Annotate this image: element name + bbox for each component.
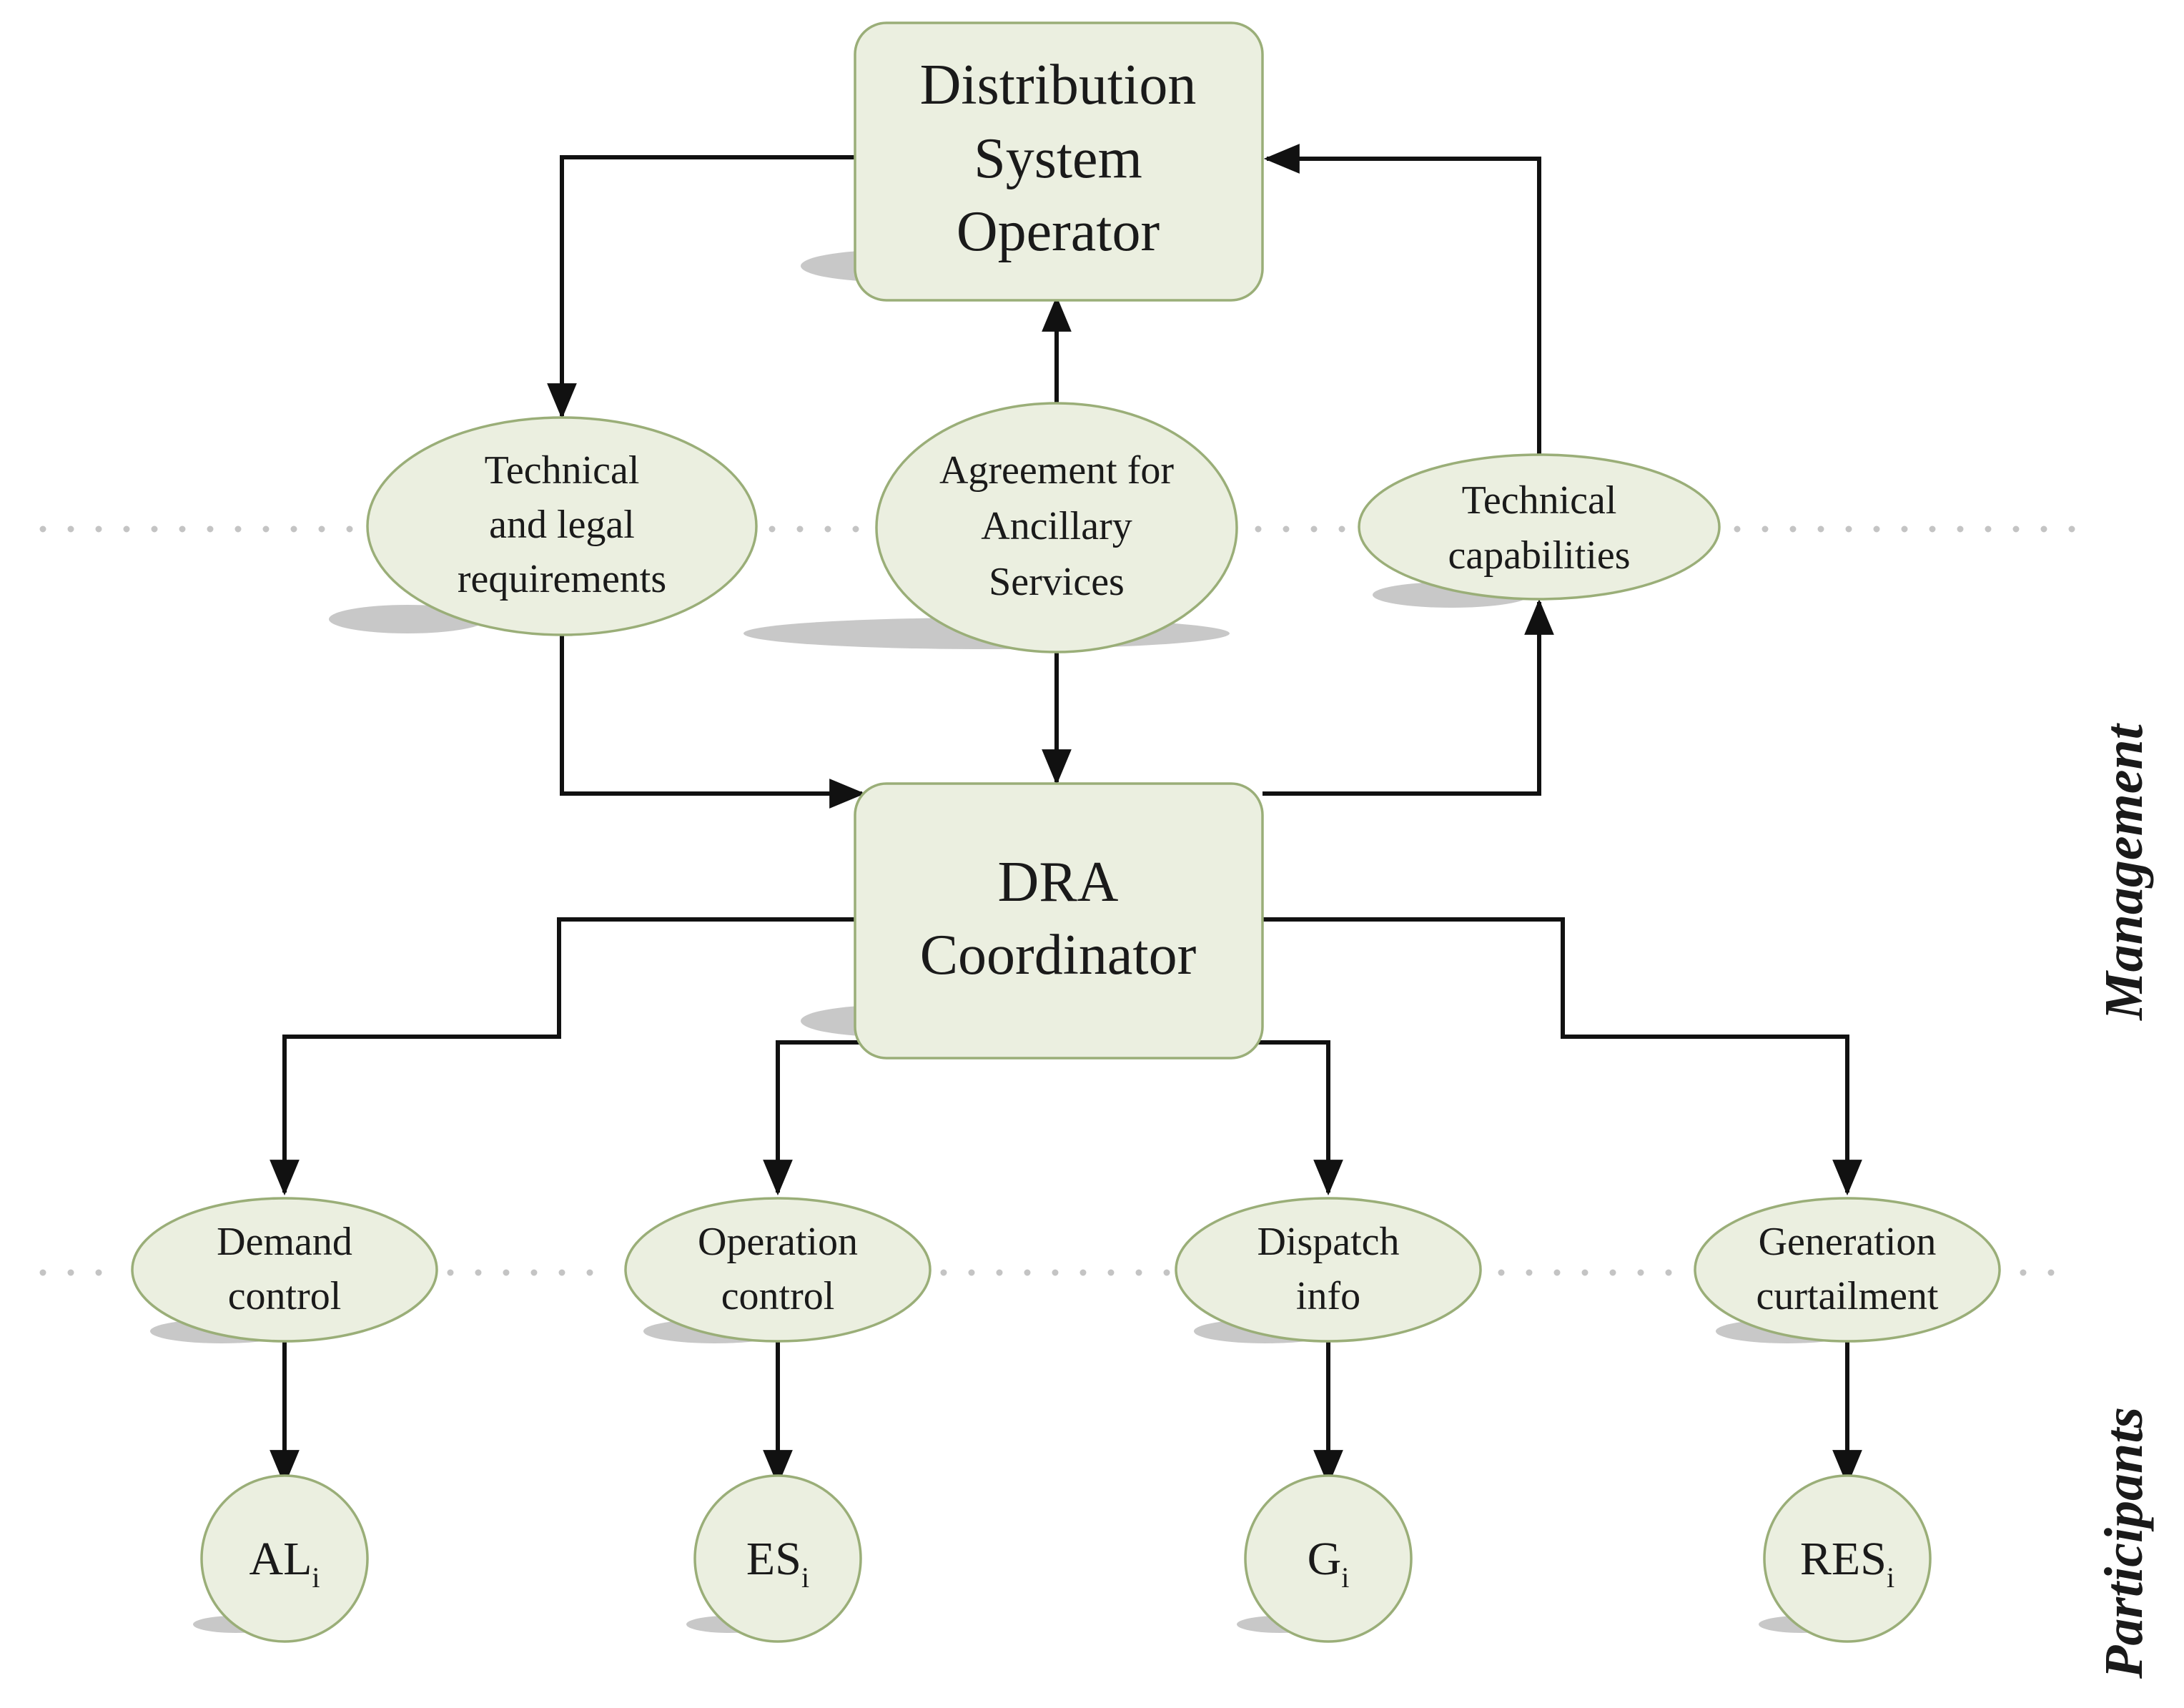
svg-text:Gi: Gi <box>1308 1533 1350 1594</box>
dso-line-1: Distribution <box>920 54 1197 117</box>
arrow-coordinator-to-demand-control <box>270 917 858 1196</box>
svg-text:ALi: ALi <box>249 1533 320 1594</box>
agreement-ancillary-services-ellipse: Agreement for Ancillary Services <box>875 402 1238 653</box>
participant-es: ESi <box>693 1474 862 1643</box>
participant-g: Gi <box>1244 1474 1413 1643</box>
participant-g-base: G <box>1308 1533 1342 1585</box>
connectors <box>270 144 1862 1486</box>
dispatch-info-ellipse: Dispatch info <box>1175 1197 1482 1343</box>
generation-curtailment-ellipse: Generation curtailment <box>1694 1197 2001 1343</box>
arrow-coordinator-to-operation-control <box>763 1040 876 1196</box>
arrow-coordinator-to-generation-curtailment <box>1263 917 1862 1196</box>
demand-control-line-1: Demand <box>217 1220 352 1264</box>
dso-line-3: Operator <box>957 200 1160 263</box>
svg-text:ESi: ESi <box>746 1533 809 1594</box>
participant-es-base: ES <box>746 1533 801 1585</box>
agreement-line-3: Services <box>989 560 1125 604</box>
technical-legal-line-1: Technical <box>485 448 640 493</box>
participant-al: ALi <box>200 1474 369 1643</box>
dra-coordinator-box: DRA Coordinator <box>854 782 1264 1060</box>
technical-legal-requirements-ellipse: Technical and legal requirements <box>366 416 758 636</box>
participant-g-subscript: i <box>1341 1561 1349 1594</box>
agreement-line-1: Agreement for <box>939 448 1174 493</box>
coordinator-line-1: DRA <box>998 851 1119 914</box>
dso-box: Distribution System Operator <box>854 21 1264 302</box>
demand-control-ellipse: Demand control <box>131 1197 438 1343</box>
participant-res-base: RES <box>1800 1533 1887 1585</box>
dso-line-2: System <box>974 127 1142 190</box>
dispatch-info-line-2: info <box>1296 1274 1360 1318</box>
capabilities-line-2: capabilities <box>1448 533 1630 578</box>
demand-control-line-2: control <box>228 1274 342 1318</box>
technical-legal-line-2: and legal <box>489 503 635 547</box>
arrow-coordinator-to-capabilities <box>1263 598 1554 796</box>
arrow-technical-legal-to-coordinator <box>560 635 866 809</box>
participant-al-subscript: i <box>312 1561 320 1594</box>
arrow-capabilities-to-dso <box>1263 144 1541 455</box>
side-label-management: Management <box>2094 722 2154 1021</box>
generation-curtailment-line-2: curtailment <box>1756 1274 1938 1318</box>
operation-control-ellipse: Operation control <box>624 1197 932 1343</box>
operation-control-line-1: Operation <box>698 1220 858 1264</box>
capabilities-line-1: Technical <box>1462 478 1617 523</box>
coordinator-line-2: Coordinator <box>920 924 1197 987</box>
participant-res-subscript: i <box>1887 1561 1894 1594</box>
arrow-dso-to-technical-legal <box>547 155 858 420</box>
participant-es-subscript: i <box>801 1561 809 1594</box>
participant-res: RESi <box>1763 1474 1932 1643</box>
svg-text:RESi: RESi <box>1800 1533 1894 1594</box>
side-label-participants: Participants <box>2094 1407 2154 1679</box>
operation-control-line-2: control <box>721 1274 835 1318</box>
agreement-line-2: Ancillary <box>981 504 1132 548</box>
technical-capabilities-ellipse: Technical capabilities <box>1358 453 1721 601</box>
generation-curtailment-line-1: Generation <box>1759 1220 1937 1264</box>
technical-legal-line-3: requirements <box>458 557 666 601</box>
participant-al-base: AL <box>249 1533 312 1585</box>
dispatch-info-line-1: Dispatch <box>1257 1220 1399 1264</box>
arrow-coordinator-to-dispatch-info <box>1237 1040 1343 1196</box>
